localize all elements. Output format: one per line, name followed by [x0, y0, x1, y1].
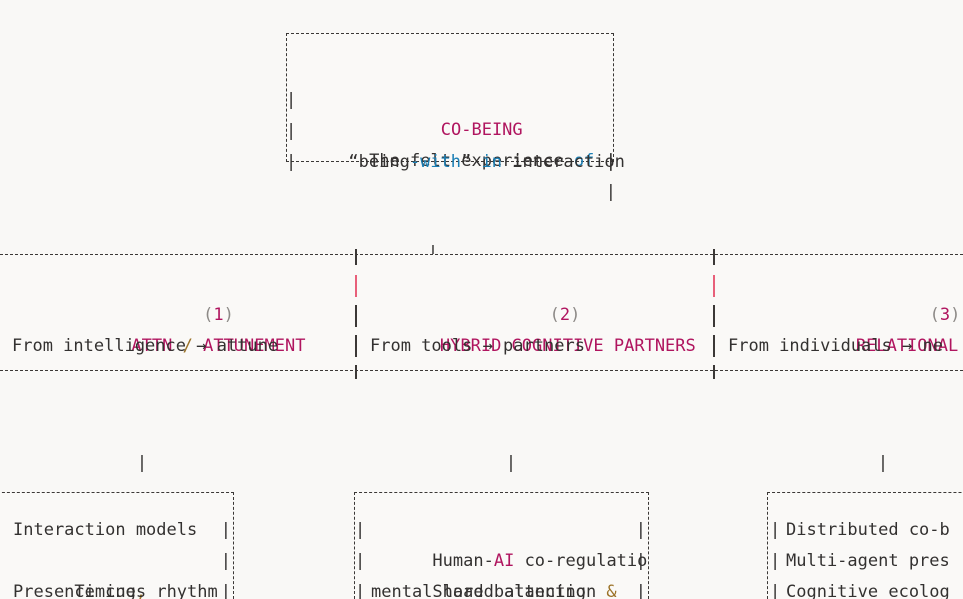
- separator-tick-mid: [355, 305, 357, 327]
- leaf-3-line-2: Multi-agent pres: [786, 551, 950, 571]
- hero-tagline-part-4: in: [481, 151, 502, 172]
- pillar-2-index-open: (: [549, 304, 560, 325]
- leaf-3-line-3: Cognitive ecolog: [786, 582, 950, 599]
- hero-tagline-part-1: “being: [348, 151, 410, 172]
- pillar-3-title-a: RELATIONAL MIND: [855, 335, 959, 356]
- pillar-1-title: ATTN / ATTUNEMENT: [0, 300, 355, 392]
- hero-subtitle-line: | The felt experience of |: [286, 85, 616, 238]
- leaf-2-pipe-left-3: |: [355, 582, 366, 599]
- pillar-3-index-close: ): [950, 304, 961, 325]
- pillar-2-index: (2): [358, 269, 690, 361]
- leaf-1-line-1: Interaction models: [13, 520, 198, 540]
- leaf-2-line-1-b: co-regulation: [514, 550, 649, 571]
- hero-pipe-left: |: [286, 89, 297, 110]
- leaf-2-line-1-a: Human-: [432, 550, 494, 571]
- leaf-2-pipe-left-1: |: [355, 520, 366, 540]
- hero-subtitle-text: The felt experience: [369, 151, 574, 172]
- leaf-2-pipe-left-2: |: [355, 551, 366, 571]
- pillar-2-subtitle: From tools → partners: [370, 336, 585, 356]
- leaf-box-hybrid-partners: Human-AI co-regulation Shared attention …: [354, 492, 649, 599]
- separator-tick-low: [355, 335, 357, 357]
- leaf-1-line-2-b: rhythm: [146, 581, 218, 599]
- separator-tick-highlight: [355, 275, 357, 297]
- pillar-column-3[interactable]: (3) RELATIONAL MIND / From individuals →…: [716, 255, 963, 370]
- hero-tagline-line: |“being-with” in interaction|: [286, 116, 625, 208]
- pillar-1-title-op: /: [182, 335, 193, 356]
- pillar-1-subtitle: From intelligence → attune: [12, 336, 279, 356]
- leaf-3-pipe-left-3: |: [770, 582, 781, 599]
- pillar-3-index-open: (: [929, 304, 940, 325]
- connector-2-bar-a: |: [505, 453, 517, 473]
- pillar-1-title-a: ATTN: [131, 335, 183, 356]
- hero-tagline-part-3: ”: [461, 151, 482, 172]
- pillar-3-title: RELATIONAL MIND /: [774, 300, 963, 370]
- hero-pipe-left-2: |: [286, 120, 297, 141]
- leaf-2-line-2-a: Shared attention: [432, 581, 607, 599]
- leaf-1-pipe-3: |: [220, 582, 231, 599]
- leaf-1-line-2: Timing, rhythm: [13, 546, 218, 599]
- pillar-1-index-number: 1: [213, 304, 224, 325]
- separator2-tick-top: [713, 249, 715, 265]
- leaf-2-pipe-1: |: [635, 520, 646, 540]
- pillar-1-index: (1): [0, 269, 355, 361]
- pillar-3-index: (3): [716, 269, 963, 361]
- pillar-3-index-number: 3: [939, 304, 951, 325]
- leaf-2-line-2-op: &: [606, 581, 617, 599]
- leaf-1-pipe-2: |: [220, 551, 231, 571]
- separator-tick-top: [355, 249, 357, 265]
- hero-pipe-left-3: |: [286, 151, 297, 172]
- connector-3-bar-a: |: [877, 453, 889, 473]
- leaf-1-line-2-a: Timing: [74, 581, 136, 599]
- leaf-2-line-1-op: AI: [493, 550, 515, 571]
- pillar-column-1[interactable]: (1) ATTN / ATTUNEMENT From intelligence …: [0, 255, 355, 370]
- separator2-tick-mid: [713, 305, 715, 327]
- hero-pipe-right-2: |: [605, 181, 616, 202]
- three-pillar-band: (1) ATTN / ATTUNEMENT From intelligence …: [0, 249, 963, 379]
- hero-pipe-right-3: |: [605, 151, 616, 172]
- connector-1-bar-a: |: [136, 453, 148, 473]
- pillar-1-index-open: (: [203, 304, 214, 325]
- leaf-3-pipe-left-2: |: [770, 551, 781, 571]
- co-being-hero-box: | CO-BEING | | The felt experience of | …: [286, 33, 625, 202]
- separator2-tick-low: [713, 335, 715, 357]
- pillar-1-title-b: ATTUNEMENT: [192, 335, 306, 356]
- pillar-2-title-a: HYBRID COGNITIVE PARTNERS: [439, 335, 696, 356]
- leaf-2-pipe-2: |: [635, 551, 646, 571]
- connector-bar: |: [427, 243, 439, 263]
- pillar-2-index-number: 2: [559, 304, 571, 325]
- leaf-2-pipe-3: |: [635, 582, 646, 599]
- leaf-2-line-1: Human-AI co-regulation: [371, 515, 649, 599]
- separator-tick-bottom: [355, 365, 357, 379]
- pillar-3-subtitle: From individuals → ne: [728, 336, 943, 356]
- pillar-2-index-close: ): [570, 304, 581, 325]
- separator2-tick-highlight: [713, 275, 715, 297]
- leaf-box-relational-mind: Distributed co-b Multi-agent pres Cognit…: [767, 492, 963, 599]
- hero-tagline-part-5: interaction: [502, 151, 625, 172]
- band-separator-2: [713, 249, 715, 379]
- leaf-3-pipe-left-1: |: [770, 520, 781, 540]
- leaf-2-line-3: mental load balancing: [371, 582, 586, 599]
- pillar-1-index-close: ): [223, 304, 234, 325]
- leaf-box-attunement: Interaction models Timing, rhythm Presen…: [0, 492, 234, 599]
- leaf-3-line-1: Distributed co-b: [786, 520, 950, 540]
- hero-pipe-right: |: [605, 150, 616, 171]
- hero-tagline-part-2: -with: [409, 151, 462, 172]
- leaf-2-line-2: Shared attention &: [371, 546, 617, 599]
- hero-title: CO-BEING: [440, 120, 523, 141]
- leaf-1-line-2-op: ,: [135, 581, 147, 599]
- leaf-1-line-3: Presence cues: [13, 582, 147, 599]
- band-separator-1: [355, 249, 357, 379]
- hero-subtitle-keyword: of: [573, 151, 595, 172]
- hero-title-line: | CO-BEING |: [286, 54, 616, 207]
- pillar-2-title: HYBRID COGNITIVE PARTNERS: [358, 300, 696, 392]
- leaf-1-pipe-1: |: [220, 520, 231, 540]
- pillar-column-2[interactable]: (2) HYBRID COGNITIVE PARTNERS From tools…: [358, 255, 713, 370]
- separator2-tick-bottom: [713, 365, 715, 379]
